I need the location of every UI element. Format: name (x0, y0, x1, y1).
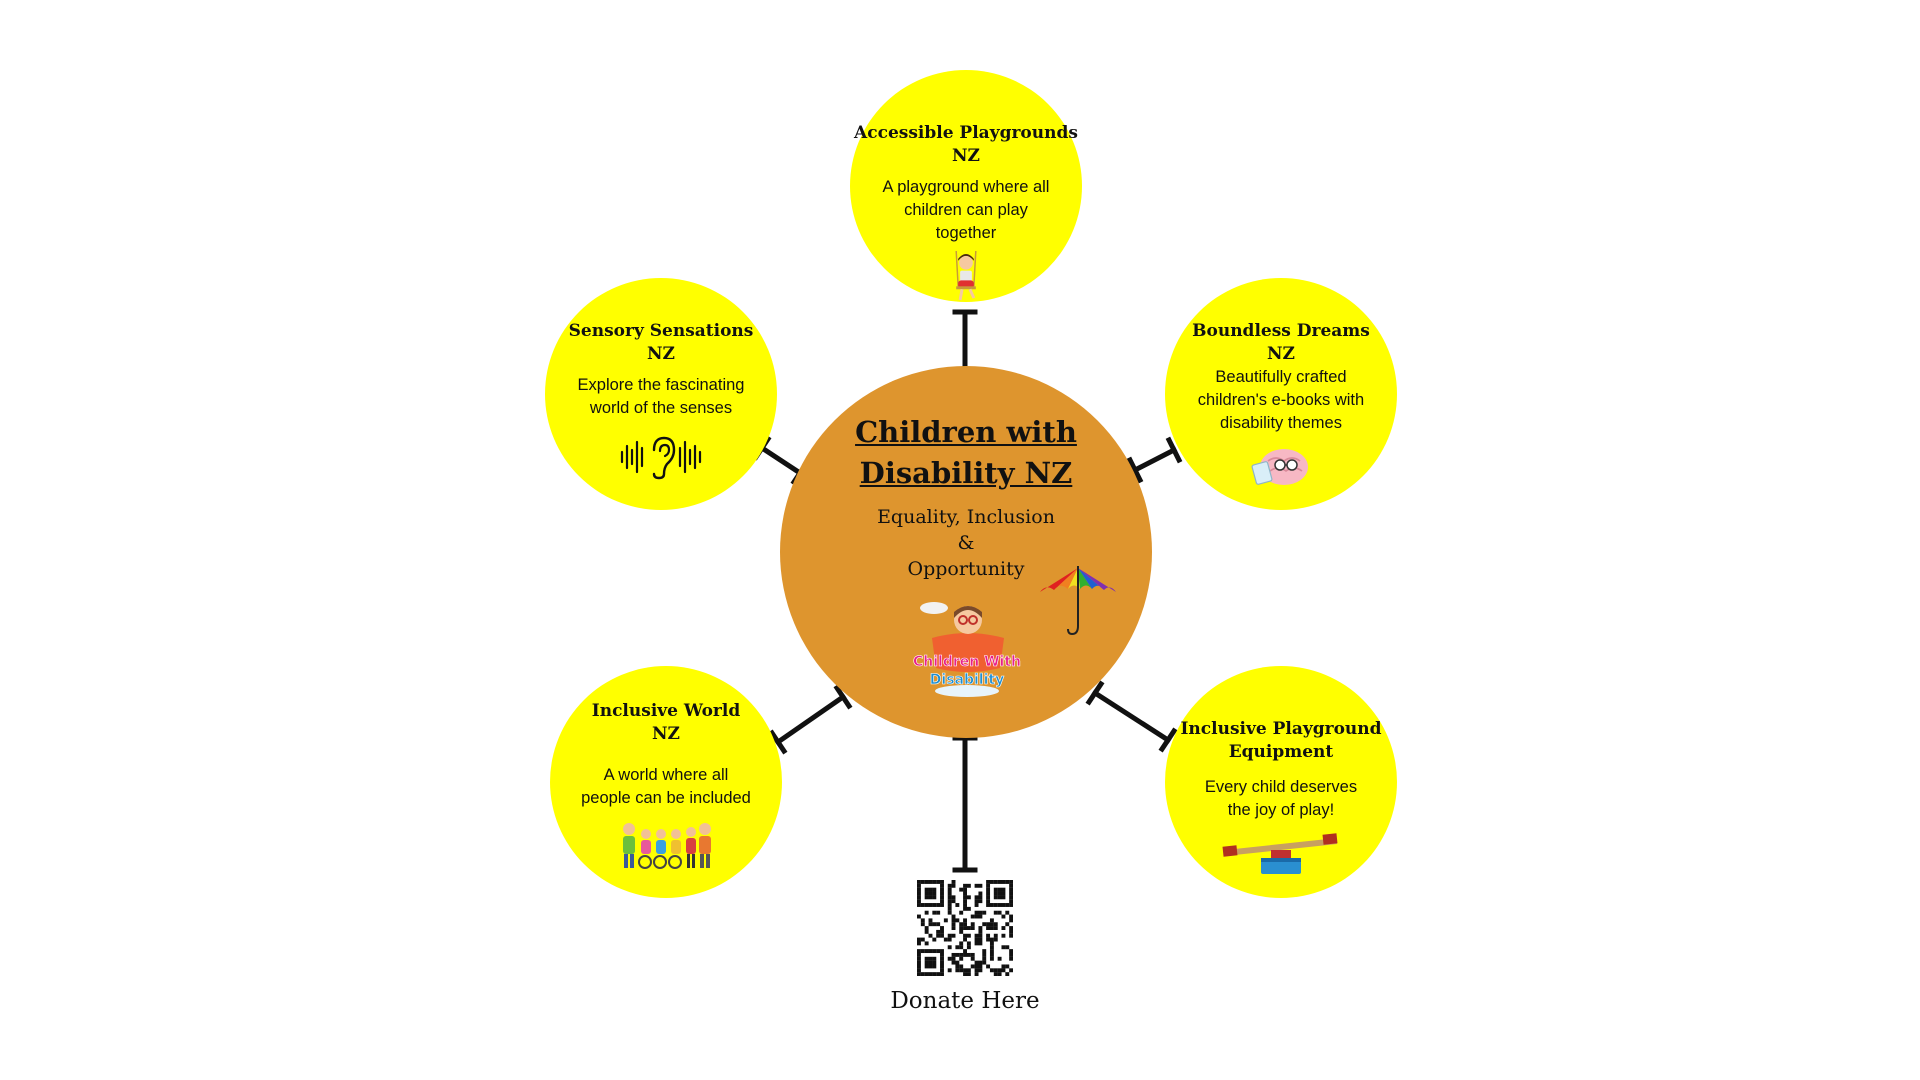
connector-upper-left (758, 444, 804, 477)
node-description: A world where all people can be included (581, 764, 751, 810)
donate-label[interactable]: Donate Here (890, 988, 1040, 1014)
center-node: Children with Disability NZ Equality, In… (780, 366, 1152, 738)
desc-line: world of the senses (589, 399, 733, 417)
desc-line: people can be included (581, 789, 751, 807)
desc-line: Every child deserves (1204, 778, 1358, 796)
connector-lower-right (1091, 689, 1172, 744)
connector-lower-left (774, 693, 847, 746)
qr-code-icon[interactable] (917, 880, 1013, 976)
desc-line: disability themes (1220, 414, 1342, 432)
logo-icon: Children With Disability (913, 602, 1021, 697)
desc-line: A playground where all (882, 178, 1050, 196)
center-title-line: Disability NZ (859, 456, 1073, 490)
swinging-child-icon (955, 251, 977, 301)
brain-reading-icon (1251, 449, 1308, 485)
logo-text-1: Children With (913, 654, 1021, 670)
center-title-line: Children with (855, 415, 1077, 449)
ear-soundwave-icon (620, 436, 702, 480)
node-title: Boundless Dreams NZ (1192, 320, 1370, 366)
desc-line: the joy of play! (1227, 801, 1335, 819)
connector-upper-right (1131, 446, 1178, 474)
seesaw-icon (1222, 833, 1338, 874)
node-description: Beautifully crafted children's e-books w… (1198, 366, 1364, 435)
node-accessible-playgrounds: Accessible Playgrounds NZ A playground w… (850, 70, 1082, 302)
title-line: Equipment (1228, 742, 1334, 762)
node-boundless-dreams: Boundless Dreams NZ Beautifully crafted … (1165, 278, 1397, 510)
node-description: Explore the fascinating world of the sen… (578, 374, 745, 420)
center-title: Children with Disability NZ (855, 412, 1077, 494)
node-description: A playground where all children can play… (883, 176, 1050, 245)
logo-text-2: Disability (930, 672, 1004, 688)
node-title: Inclusive World NZ (592, 700, 740, 746)
subtitle-line: Equality, Inclusion (877, 506, 1055, 528)
title-line: Inclusive Playground (1180, 719, 1382, 739)
desc-line: A world where all (603, 766, 729, 784)
desc-line: Explore the fascinating (577, 376, 745, 394)
subtitle-line: Opportunity (907, 558, 1025, 580)
node-title: Sensory Sensations NZ (569, 320, 754, 366)
title-line: Inclusive World (591, 701, 741, 721)
title-line: NZ (1267, 344, 1295, 364)
desc-line: children's e-books with (1197, 391, 1365, 409)
title-line: Accessible Playgrounds (854, 123, 1078, 143)
node-inclusive-playground-equipment: Inclusive Playground Equipment Every chi… (1165, 666, 1397, 898)
desc-line: children can play (904, 201, 1028, 219)
node-title: Inclusive Playground Equipment (1180, 718, 1381, 764)
node-sensory-sensations: Sensory Sensations NZ Explore the fascin… (545, 278, 777, 510)
group-of-children-icon (623, 823, 711, 869)
subtitle-line: & (957, 532, 975, 554)
rainbow-umbrella-icon (1040, 566, 1116, 636)
node-title: Accessible Playgrounds NZ (854, 122, 1078, 168)
title-line: NZ (647, 344, 675, 364)
node-inclusive-world: Inclusive World NZ A world where all peo… (550, 666, 782, 898)
title-line: NZ (652, 724, 680, 744)
title-line: NZ (952, 146, 980, 166)
center-subtitle: Equality, Inclusion & Opportunity (877, 504, 1055, 582)
desc-line: Beautifully crafted (1215, 368, 1347, 386)
title-line: Boundless Dreams (1192, 321, 1370, 341)
node-description: Every child deserves the joy of play! (1205, 776, 1357, 822)
desc-line: together (935, 224, 997, 242)
title-line: Sensory Sensations (568, 321, 754, 341)
